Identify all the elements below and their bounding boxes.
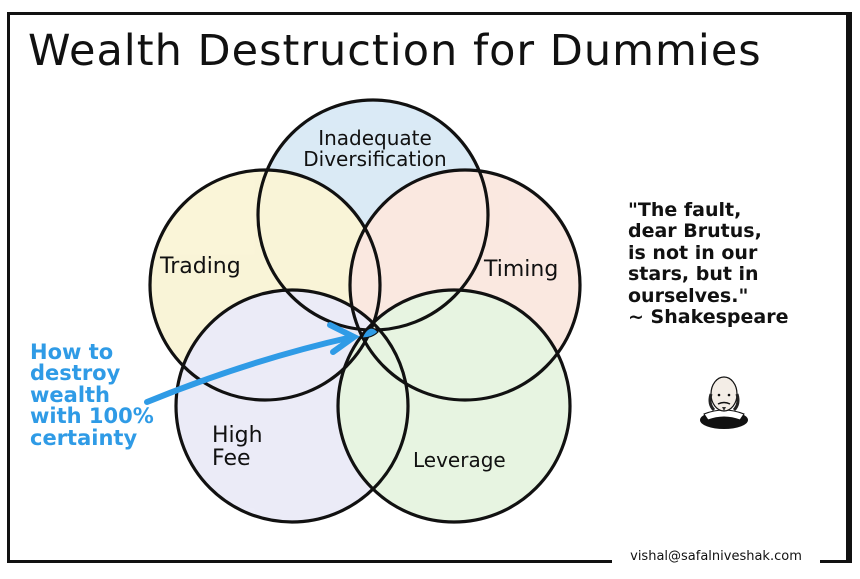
label-line: Fee (212, 446, 251, 472)
circle-fill-high-fee (176, 290, 408, 522)
border-frame (7, 12, 849, 562)
callout-line: How to (30, 340, 114, 364)
border-frame-bottom-end (812, 560, 852, 563)
border-frame-bottom (7, 560, 617, 563)
callout-line: with 100% (30, 404, 154, 429)
quote-attribution: ~ Shakespeare (628, 306, 789, 329)
quote-line: stars, but in (628, 263, 759, 286)
label-inadequate-diversification: Inadequate Diversification (270, 128, 480, 170)
quote-line: "The fault, (628, 199, 742, 221)
circle-high-fee (174, 288, 410, 524)
author-signature: vishal@safalniveshak.com (612, 549, 820, 564)
circle-trading (148, 168, 382, 402)
label-leverage: Leverage (413, 448, 506, 472)
border-frame-right (849, 12, 852, 563)
circle-timing (348, 168, 582, 402)
circle-fill-leverage (338, 290, 570, 522)
label-line: Inadequate (318, 126, 432, 150)
callout-line: destroy (30, 361, 121, 386)
quote-line: ourselves." (628, 284, 749, 307)
label-trading: Trading (160, 254, 241, 279)
callout-line: wealth (30, 382, 111, 407)
circle-outlines (148, 98, 582, 524)
center-intersection-highlight (361, 327, 379, 339)
callout-line: certainty (30, 425, 138, 450)
label-line: Diversification (303, 147, 447, 171)
callout-arrow-icon (144, 322, 360, 405)
shakespeare-portrait-icon (700, 376, 748, 429)
label-high-fee: High Fee (212, 424, 263, 470)
label-timing: Timing (484, 257, 559, 282)
callout-text: How to destroy wealth with 100% certaint… (30, 340, 180, 450)
diagram-title: Wealth Destruction for Dummies (28, 26, 762, 76)
shakespeare-quote: "The fault, dear Brutus, is not in our s… (628, 199, 838, 329)
circle-leverage (336, 288, 572, 524)
quote-line: dear Brutus, (628, 220, 762, 243)
quote-line: is not in our (628, 241, 758, 264)
label-line: High (212, 423, 263, 448)
